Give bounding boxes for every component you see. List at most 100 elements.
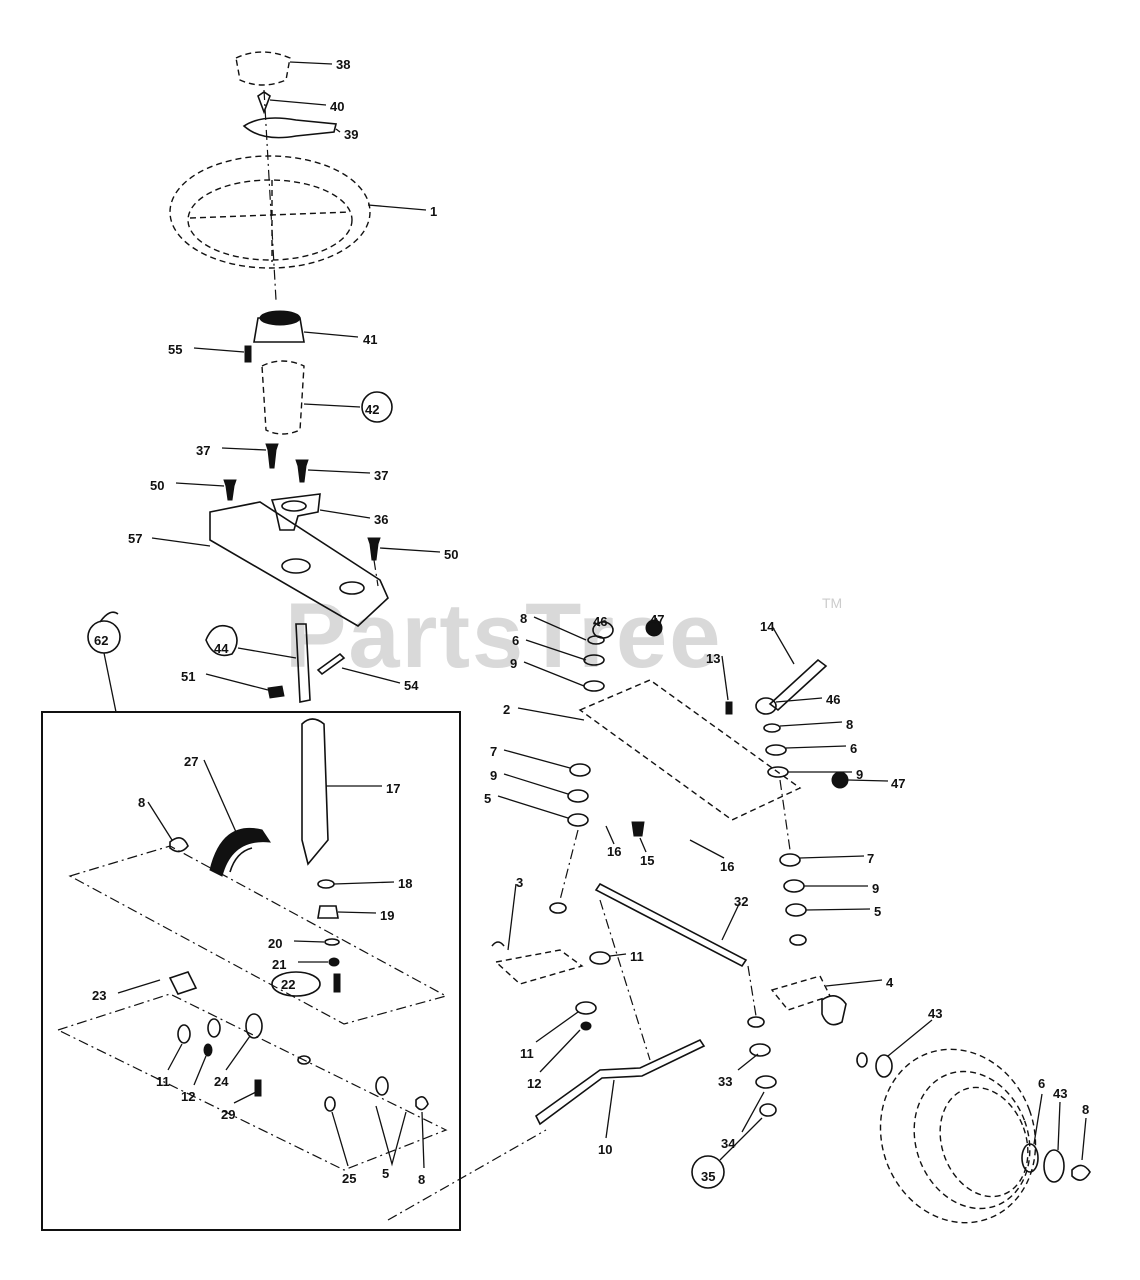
- callout-5: 5: [484, 791, 492, 806]
- callout-12: 12: [181, 1089, 196, 1104]
- callout-9: 9: [856, 767, 864, 782]
- callout-33: 33: [718, 1074, 733, 1089]
- callout-14: 14: [760, 619, 775, 634]
- callout-13: 13: [706, 651, 721, 666]
- part-11-washer-c: [177, 1024, 191, 1044]
- callout-27: 27: [184, 754, 199, 769]
- part-19-bearing: [317, 905, 339, 919]
- part-35-ref-circle: [691, 1155, 725, 1189]
- watermark-trademark: TM: [822, 595, 843, 611]
- callout-9: 9: [490, 768, 498, 783]
- part-57-plate: [209, 501, 389, 627]
- callout-8: 8: [138, 795, 146, 810]
- callout-22: 22: [281, 977, 296, 992]
- callout-19: 19: [380, 908, 395, 923]
- callout-37: 37: [196, 443, 211, 458]
- part-51-nut: [267, 685, 285, 699]
- callout-21: 21: [272, 957, 287, 972]
- callout-40: 40: [330, 99, 345, 114]
- callout-8: 8: [1082, 1102, 1090, 1117]
- part-29-bolt: [254, 1079, 262, 1097]
- right-tire: [879, 1048, 1037, 1224]
- callout-24: 24: [214, 1074, 229, 1089]
- part-27-gear: [209, 827, 272, 877]
- callout-50: 50: [444, 547, 459, 562]
- part-44-circle: [205, 624, 238, 657]
- part-37-bolt-a: [265, 443, 279, 469]
- callout-47: 47: [891, 776, 906, 791]
- part-18-washer: [317, 879, 335, 889]
- part-22-circle: [271, 971, 321, 997]
- part-54-pin: [316, 652, 346, 676]
- callout-38: 38: [336, 57, 351, 72]
- part-14-pin: [768, 658, 828, 712]
- callout-35: 35: [701, 1169, 716, 1184]
- callout-23: 23: [92, 988, 107, 1003]
- callout-17: 17: [386, 781, 401, 796]
- part-40-nut: [257, 91, 271, 115]
- callout-9: 9: [510, 656, 518, 671]
- callout-12: 12: [527, 1076, 542, 1091]
- callout-50: 50: [150, 478, 165, 493]
- callout-46: 46: [593, 614, 608, 629]
- part-46-cap-b: [755, 697, 777, 715]
- callout-44: 44: [214, 641, 229, 656]
- callout-5: 5: [382, 1166, 390, 1181]
- part-37-bolt-b: [295, 459, 309, 483]
- part-24-bushing: [245, 1013, 263, 1039]
- part-47-grease-b: [831, 771, 849, 789]
- callout-11: 11: [630, 949, 644, 964]
- part-23-bushing: [168, 971, 198, 995]
- callout-6: 6: [850, 741, 858, 756]
- part-10-drag-link: [534, 1038, 706, 1126]
- callout-8: 8: [520, 611, 528, 626]
- callout-39: 39: [344, 127, 359, 142]
- part-13-bolt: [725, 701, 733, 715]
- callout-6: 6: [512, 633, 520, 648]
- right-hub: [821, 995, 847, 1026]
- part-8-clip-e: [415, 1096, 429, 1111]
- callout-54: 54: [404, 678, 419, 693]
- callout-55: 55: [168, 342, 183, 357]
- callout-7: 7: [490, 744, 498, 759]
- callout-4: 4: [886, 975, 894, 990]
- callout-2: 2: [503, 702, 511, 717]
- callout-18: 18: [398, 876, 413, 891]
- callout-16: 16: [607, 844, 622, 859]
- callout-46: 46: [826, 692, 841, 707]
- callout-7: 7: [867, 851, 875, 866]
- callout-47: 47: [650, 612, 665, 627]
- callout-11: 11: [520, 1046, 534, 1061]
- callout-5: 5: [874, 904, 882, 919]
- callout-62: 62: [94, 633, 109, 648]
- callout-25: 25: [342, 1171, 357, 1186]
- steering-shaft: [295, 623, 311, 703]
- part-50-bolt-b: [367, 537, 381, 561]
- callout-16: 16: [720, 859, 735, 874]
- callout-8: 8: [846, 717, 854, 732]
- part-32-tie-rod: [594, 882, 748, 968]
- steering-gear-inset: [41, 711, 461, 1231]
- part-15-bolt: [631, 821, 645, 837]
- part-21-nut: [328, 957, 340, 967]
- callout-15: 15: [640, 853, 655, 868]
- part-5-washer-c: [375, 1076, 389, 1096]
- part-3-spindle-arm: [494, 949, 584, 985]
- part-55-pin: [244, 345, 252, 363]
- callout-51: 51: [181, 669, 196, 684]
- callout-43: 43: [1053, 1086, 1068, 1101]
- callout-10: 10: [598, 1142, 613, 1157]
- callout-20: 20: [268, 936, 283, 951]
- callout-8: 8: [418, 1172, 426, 1187]
- callout-1: 1: [430, 204, 438, 219]
- callout-57: 57: [128, 531, 143, 546]
- part-8-clip-c: [1071, 1164, 1091, 1181]
- part-22-bolt: [333, 973, 341, 993]
- part-12-nut-b: [203, 1043, 213, 1057]
- watermark: PartsTree: [285, 585, 723, 687]
- callout-6: 6: [1038, 1076, 1046, 1091]
- callout-36: 36: [374, 512, 389, 527]
- part-20-washer: [324, 938, 340, 946]
